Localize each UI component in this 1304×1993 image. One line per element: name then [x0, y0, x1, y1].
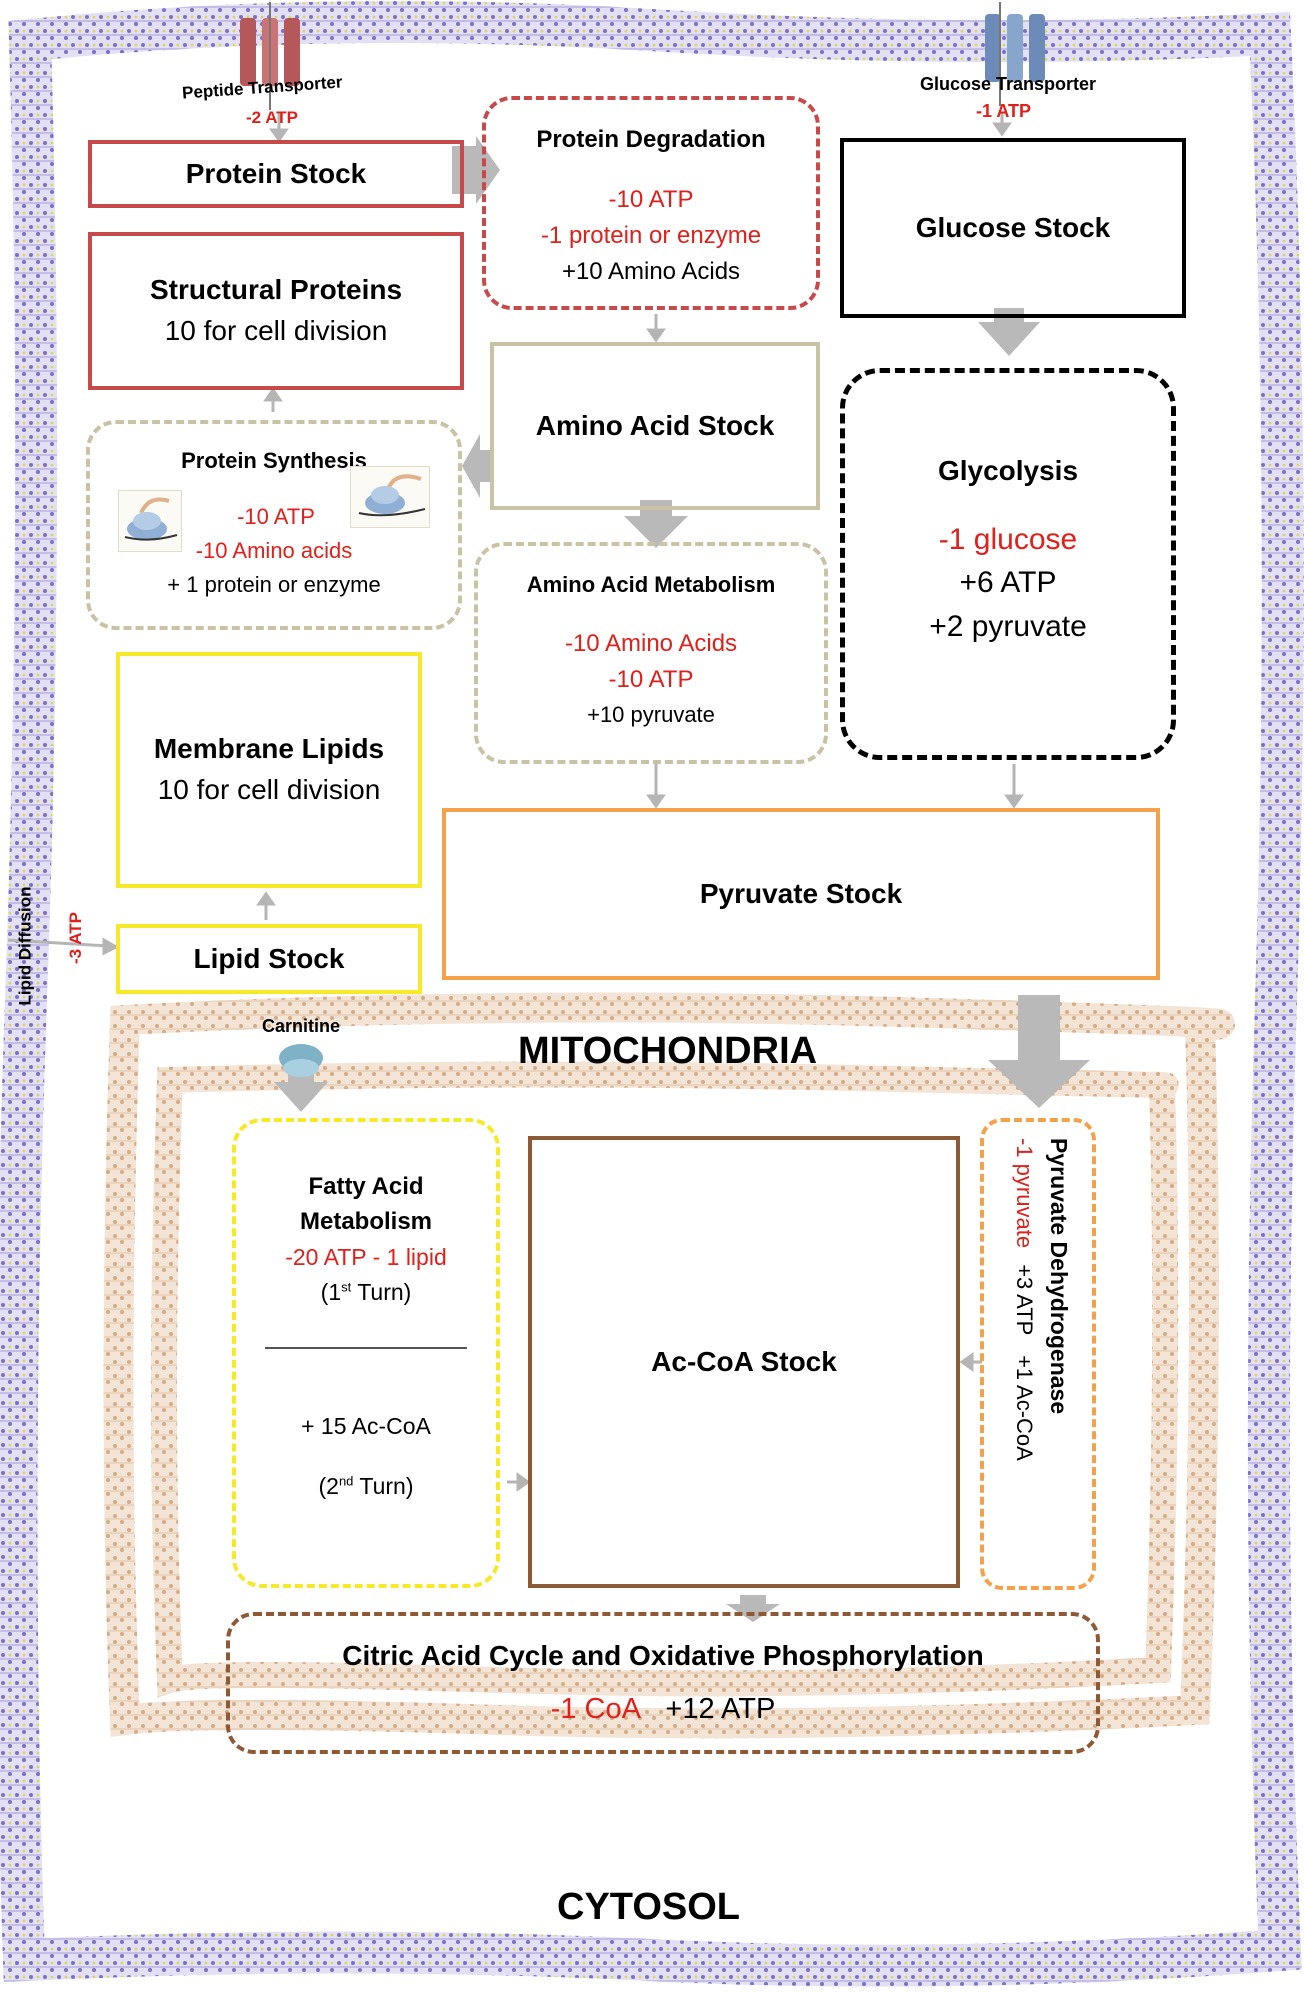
protein-stock-title: Protein Stock: [185, 157, 367, 189]
membrane-lipids-title: Membrane Lipids: [153, 733, 385, 765]
fatty-acid-divider: [265, 1346, 467, 1349]
pyruvate-dehydrogenase-pyruvate: -1 pyruvate: [1012, 1138, 1038, 1249]
amino-acid-stock-title: Amino Acid Stock: [535, 409, 775, 441]
amino-acid-stock-box: Amino Acid Stock: [490, 342, 820, 510]
lipid-diffusion-label: Lipid Diffusion: [15, 886, 35, 1006]
cytosol-label: CYTOSOL: [557, 1886, 740, 1928]
protein-degradation-box: Protein Degradation -10 ATP -1 protein o…: [482, 96, 820, 310]
pyruvate-dehydrogenase-values: -1 pyruvate +3 ATP +1 Ac-CoA: [1008, 1138, 1041, 1578]
protein-degradation-atp: -10 ATP: [608, 186, 694, 213]
carnitine-label: Carnitine: [262, 1016, 341, 1036]
glucose-transporter-label: Glucose Transporter: [920, 74, 1097, 94]
fatty-acid-metabolism-turn-2: (2nd Turn): [318, 1472, 414, 1499]
mitochondria-inner-membrane: [151, 1061, 1179, 1698]
fatty-acid-metabolism-box: Fatty Acid Metabolism -20 ATP - 1 lipid …: [232, 1118, 500, 1588]
lipid-stock-title: Lipid Stock: [193, 942, 345, 974]
citric-acid-cycle-values: -1 CoA +12 ATP: [551, 1688, 776, 1730]
mitochondria-outer-membrane: [103, 992, 1235, 1739]
pyruvate-dehydrogenase-title: Pyruvate Dehydrogenase: [1045, 1138, 1072, 1415]
protein-degradation-protein: -1 protein or enzyme: [540, 222, 762, 249]
fatty-acid-metabolism-cost: -20 ATP - 1 lipid: [285, 1243, 447, 1270]
citric-acid-cycle-title: Citric Acid Cycle and Oxidative Phosphor…: [342, 1639, 984, 1671]
pyruvate-dehydrogenase-content: Pyruvate Dehydrogenase -1 pyruvate +3 AT…: [1008, 1138, 1076, 1578]
ribosome-icon: [350, 466, 430, 528]
fatty-acid-metabolism-title-2: Metabolism: [299, 1207, 433, 1235]
citric-acid-cycle-box: Citric Acid Cycle and Oxidative Phosphor…: [226, 1612, 1100, 1754]
protein-degradation-title: Protein Degradation: [536, 126, 766, 153]
pyruvate-stock-box: Pyruvate Stock: [442, 808, 1160, 980]
glucose-transporter-shape: [985, 2, 1045, 106]
protein-degradation-aminoacids: +10 Amino Acids: [561, 258, 741, 285]
fatty-acid-metabolism-yield: + 15 Ac-CoA: [301, 1412, 431, 1439]
glycolysis-pyruvate: +2 pyruvate: [929, 609, 1087, 643]
thick-arrows: [274, 136, 1090, 1622]
ac-coa-stock-title: Ac-CoA Stock: [651, 1345, 837, 1377]
peptide-transporter-cost: -2 ATP: [246, 108, 298, 127]
amino-acid-metabolism-box: Amino Acid Metabolism -10 Amino Acids -1…: [474, 542, 828, 764]
glycolysis-atp: +6 ATP: [959, 566, 1057, 600]
lipid-stock-box: Lipid Stock: [116, 924, 422, 994]
amino-acid-metabolism-title: Amino Acid Metabolism: [526, 572, 776, 597]
glucose-stock-box: Glucose Stock: [840, 138, 1186, 318]
amino-acid-metabolism-aminoacids: -10 Amino Acids: [564, 630, 738, 658]
glycolysis-glucose: -1 glucose: [938, 522, 1078, 556]
amino-acid-metabolism-atp: -10 ATP: [608, 666, 694, 694]
ribosome-icon: [118, 490, 182, 552]
glucose-stock-title: Glucose Stock: [915, 211, 1111, 243]
citric-acid-cycle-atp: +12 ATP: [665, 1693, 776, 1726]
structural-proteins-note: 10 for cell division: [164, 315, 388, 346]
amino-acid-metabolism-pyruvate: +10 pyruvate: [587, 702, 715, 728]
protein-synthesis-aminoacids: -10 Amino acids: [195, 538, 353, 564]
glycolysis-box: Glycolysis -1 glucose +6 ATP +2 pyruvate: [840, 368, 1176, 760]
mitochondria-label: MITOCHONDRIA: [518, 1030, 818, 1072]
pyruvate-stock-title: Pyruvate Stock: [699, 877, 903, 909]
protein-synthesis-title: Protein Synthesis: [181, 448, 367, 473]
glucose-transporter-cost: -1 ATP: [976, 101, 1032, 121]
peptide-transporter-shape: [240, 2, 300, 110]
structural-proteins-title: Structural Proteins: [149, 274, 403, 306]
protein-stock-box: Protein Stock: [88, 140, 464, 208]
carnitine-transporter-shape: [279, 1044, 323, 1077]
fatty-acid-metabolism-title-1: Fatty Acid: [308, 1173, 424, 1200]
fatty-acid-metabolism-turn-1: (1st Turn): [320, 1279, 412, 1306]
membrane-lipids-box: Membrane Lipids 10 for cell division: [116, 652, 422, 888]
pyruvate-dehydrogenase-acoa: +1 Ac-CoA: [1012, 1355, 1038, 1461]
glycolysis-title: Glycolysis: [937, 455, 1079, 486]
ac-coa-stock-box: Ac-CoA Stock: [528, 1136, 960, 1588]
citric-acid-cycle-coa: -1 CoA: [550, 1693, 640, 1726]
thin-arrows: [7, 112, 1024, 1492]
pyruvate-dehydrogenase-atp: +3 ATP: [1012, 1264, 1038, 1335]
structural-proteins-box: Structural Proteins 10 for cell division: [88, 232, 464, 390]
protein-synthesis-result: + 1 protein or enzyme: [167, 572, 381, 598]
protein-synthesis-atp: -10 ATP: [237, 504, 315, 530]
protein-synthesis-box: Protein Synthesis -10 ATP -10 Amino acid…: [86, 420, 462, 630]
lipid-diffusion-cost: -3 ATP: [65, 912, 85, 964]
membrane-lipids-note: 10 for cell division: [157, 774, 381, 805]
pyruvate-dehydrogenase-box: Pyruvate Dehydrogenase -1 pyruvate +3 AT…: [980, 1118, 1096, 1590]
